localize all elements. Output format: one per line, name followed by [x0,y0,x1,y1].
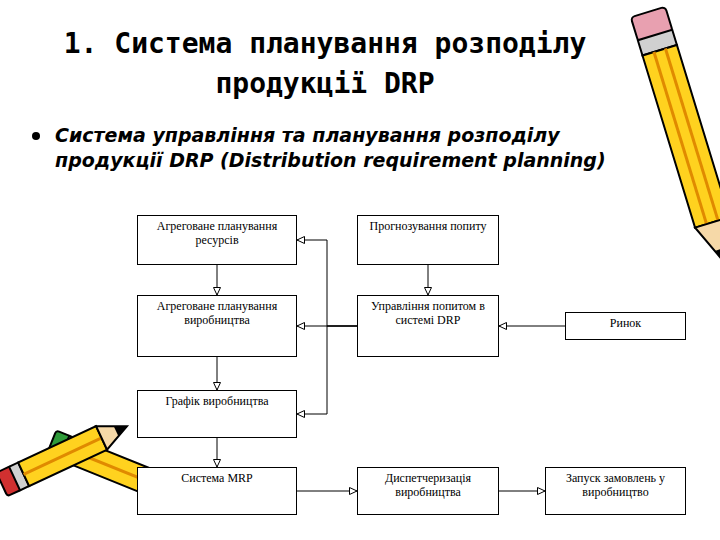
slide-title: 1. Система планування розподілу продукці… [40,24,610,104]
pencil [0,414,132,496]
box-text: Агреговане планування ресурсів [142,219,292,247]
flow-arrow [297,240,357,326]
pencil [631,7,720,268]
flow-arrow [217,265,218,295]
box-text: Управління попитом в системі DRP [362,299,494,327]
box-text: Диспетчеризація виробництва [362,471,494,499]
process-box: Ринок [565,312,686,340]
process-box: Агреговане планування виробництва [137,295,297,357]
box-text: Графік виробництва [142,394,292,408]
bullet-text: Система управління та планування розподі… [55,123,655,173]
flow-arrow [297,491,357,492]
process-box: Управління попитом в системі DRP [357,295,499,357]
box-text: Прогнозування попиту [362,219,494,233]
process-box: Система MRP [137,467,297,515]
process-box: Запуск замовлень у виробництво [545,467,686,515]
box-text: Агреговане планування виробництва [142,299,292,327]
bullet-dot [32,132,40,140]
flow-arrow [428,265,429,295]
flow-arrow [297,326,357,414]
process-box: Диспетчеризація виробництва [357,467,499,515]
flow-arrow [499,326,565,327]
flow-arrow [499,491,545,492]
process-box: Агреговане планування ресурсів [137,215,297,265]
box-text: Ринок [570,316,681,330]
process-box: Прогнозування попиту [357,215,499,265]
process-box: Графік виробництва [137,390,297,438]
flow-arrow [217,357,218,390]
box-text: Система MRP [142,471,292,485]
flow-arrow [217,438,218,467]
box-text: Запуск замовлень у виробництво [550,471,681,499]
